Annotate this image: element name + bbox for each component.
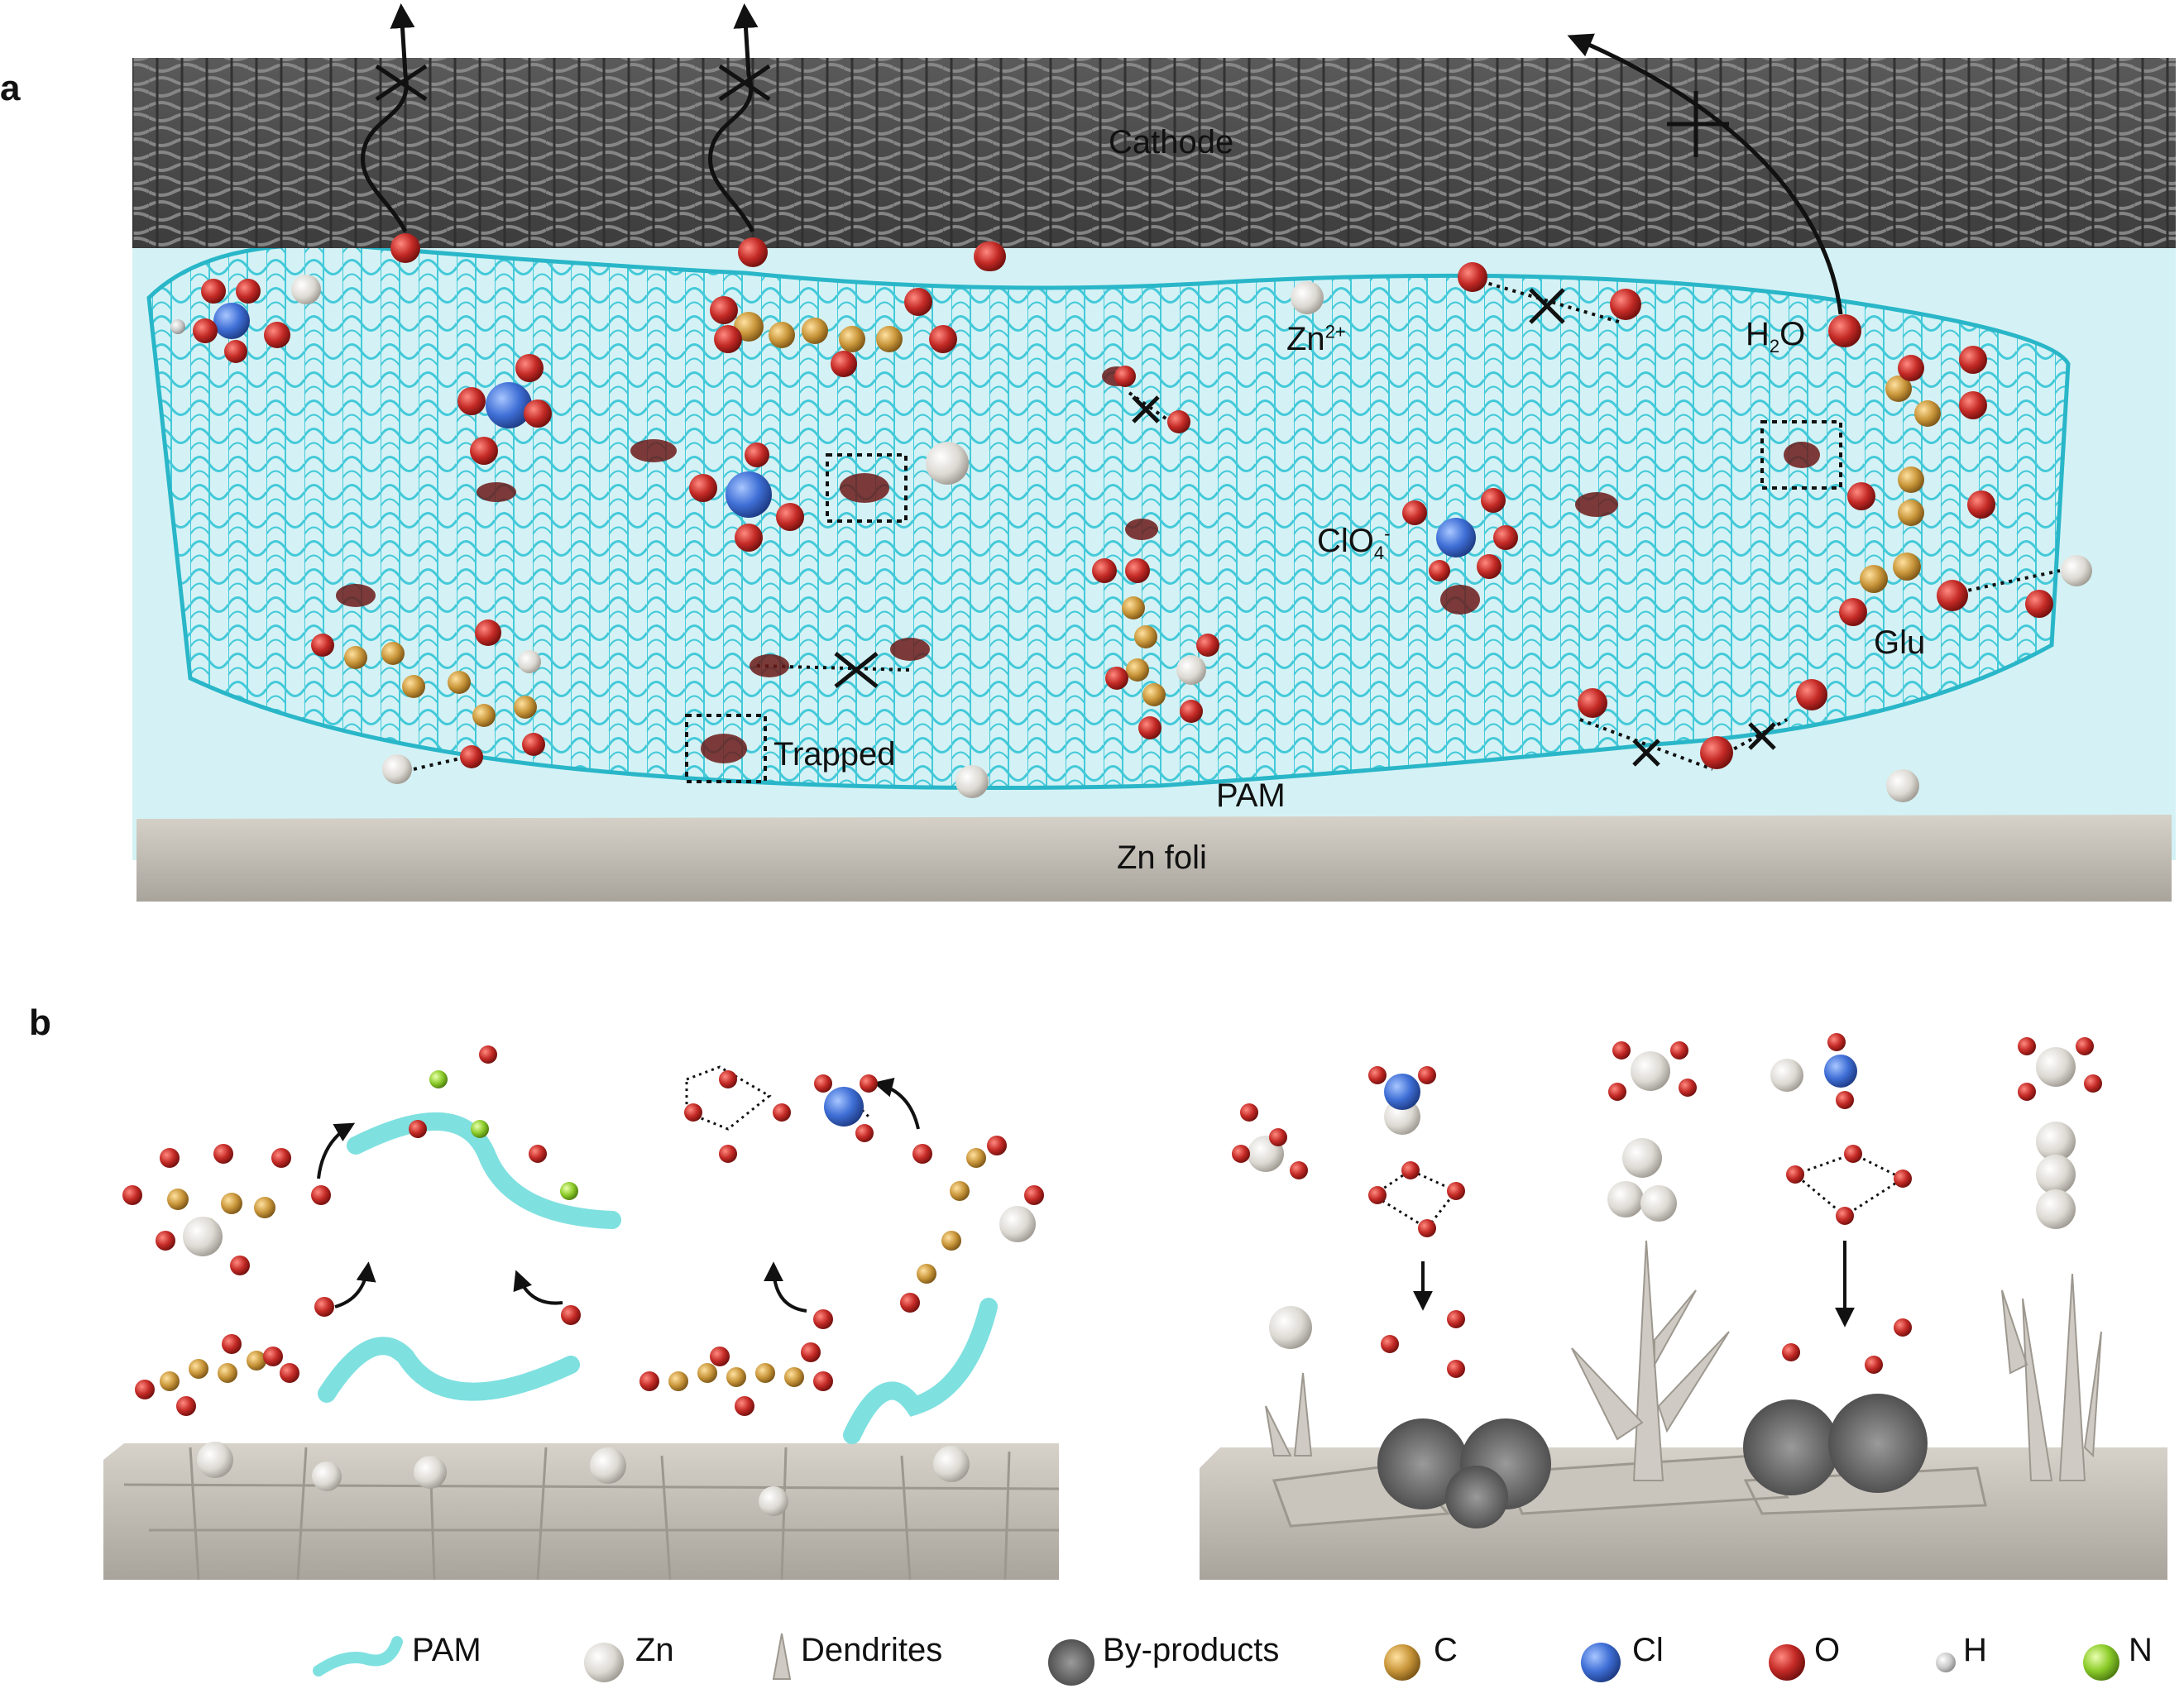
panel-b-right-scene [1200,1033,2167,1580]
legend-label-pam: PAM [412,1631,481,1668]
legend-item-pam: PAM [405,1617,481,1683]
byproduct-1 [1377,1418,1468,1509]
perchlorate-cluster-a1 [170,275,321,363]
glutamate-chain-a1 [390,233,1003,377]
glutamate-label: Glu [1874,624,1926,661]
legend-item-dendrites: Dendrites [794,1617,942,1683]
water-molecules-a [956,242,1919,802]
perchlorate-cluster-a2 [457,354,552,465]
dendrite-3 [2058,1273,2086,1481]
glutamate-chain-b2 [639,1342,833,1416]
legend-label-cl: Cl [1632,1631,1664,1668]
water-and-n-b [311,1045,878,1329]
zn-sphere-icon [584,1643,624,1682]
pam-label: PAM [1216,777,1286,814]
pam-hydrogel-mesh [149,245,2068,788]
glutamate-chain-a3 [1092,558,1219,739]
zn-foil-label: Zn foli [1117,840,1207,876]
pam-strand-icon [313,1636,403,1677]
zn-foil-layer [136,815,2172,902]
chlorine-sphere-icon [1581,1643,1621,1682]
water-blocked-path-3 [1567,33,1843,315]
legend-icons [313,1633,2119,1686]
nitrogen-sphere-icon [2083,1644,2119,1681]
glutamate-zn-complex-b2 [900,1136,1044,1313]
perchlorate-label: ClO4- [1317,523,1391,563]
legend-item-zn: Zn [629,1617,674,1683]
legend-label-h: H [1963,1631,1987,1668]
perchlorate-cluster-a4 [1402,488,1518,581]
legend-label-byproducts: By-products [1103,1631,1280,1668]
legend-item-h: H [1956,1617,1987,1683]
byproduct-2 [1743,1399,1839,1495]
zn-anode-smooth [103,1443,1059,1580]
perchlorate-cluster-a3 [689,442,969,552]
byproduct-flower-icon [1048,1639,1094,1686]
legend-label-o: O [1814,1631,1841,1668]
legend-item-c: C [1427,1617,1458,1683]
dendrite-spike-icon [772,1633,792,1680]
glutamate-chain-b1 [135,1334,299,1416]
legend-item-byproducts: By-products [1096,1617,1279,1683]
panel-a-scene [132,3,2176,902]
panel-b-left-scene [103,1045,1060,1581]
legend-item-n: N [2122,1617,2153,1683]
glutamate-zn-complex-b [122,1144,291,1275]
water-label: H2O [1746,316,1806,356]
legend-item-cl: Cl [1626,1617,1664,1683]
zn-ion-label: Zn2+ [1286,321,1346,357]
legend-label-c: C [1434,1631,1458,1668]
glutamate-chain-a4 [1839,346,2092,626]
cathode-label: Cathode [1109,124,1234,160]
hydrogen-sphere-icon [1936,1653,1956,1672]
oxygen-sphere-icon [1769,1644,1805,1681]
panel-a-letter: a [0,68,21,108]
legend: PAM Zn Dendrites By-products C Cl O H N [298,1617,2167,1683]
legend-label-n: N [2129,1631,2153,1668]
carbon-sphere-icon [1384,1644,1420,1681]
water-blocked-path-1 [361,3,415,233]
legend-label-dendrites: Dendrites [801,1631,943,1668]
trapped-label: Trapped [774,736,896,773]
glutamate-chain-a2 [311,619,545,784]
panel-b-letter: b [29,1002,51,1043]
legend-item-o: O [1808,1617,1840,1683]
legend-label-zn: Zn [635,1631,674,1668]
water-blocked-path-2 [708,3,759,233]
dendrite-1 [1293,1372,1313,1457]
dendrite-2 [1632,1240,1664,1481]
